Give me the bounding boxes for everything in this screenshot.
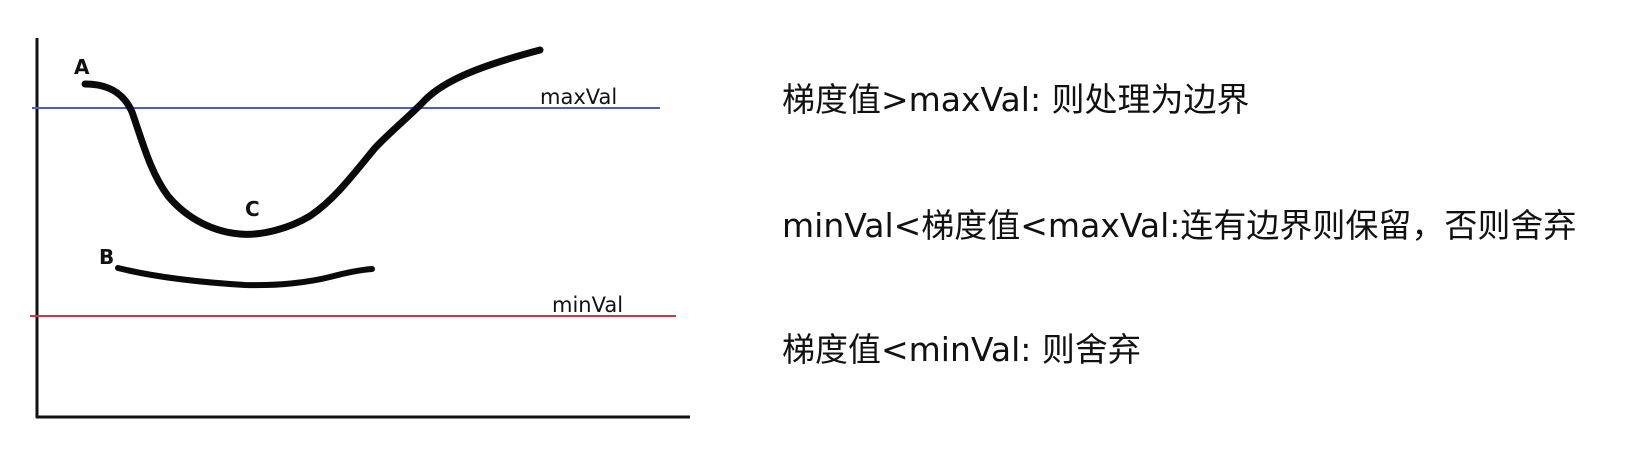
point-label-a: A: [74, 55, 90, 79]
edge-curve-b: [115, 265, 375, 289]
maxval-label: maxVal: [540, 85, 617, 109]
edge-curve-a: [81, 46, 544, 238]
rule-between-thresholds: minVal<梯度值<maxVal:连有边界则保留，否则舍弃: [782, 206, 1577, 245]
point-label-c: C: [245, 197, 260, 221]
minval-label: minVal: [552, 293, 623, 317]
threshold-diagram: maxVal minVal A B C: [30, 38, 690, 419]
point-label-b: B: [99, 245, 114, 269]
rule-below-min: 梯度值<minVal: 则舍弃: [782, 330, 1141, 369]
rule-above-max: 梯度值>maxVal: 则处理为边界: [782, 80, 1250, 119]
